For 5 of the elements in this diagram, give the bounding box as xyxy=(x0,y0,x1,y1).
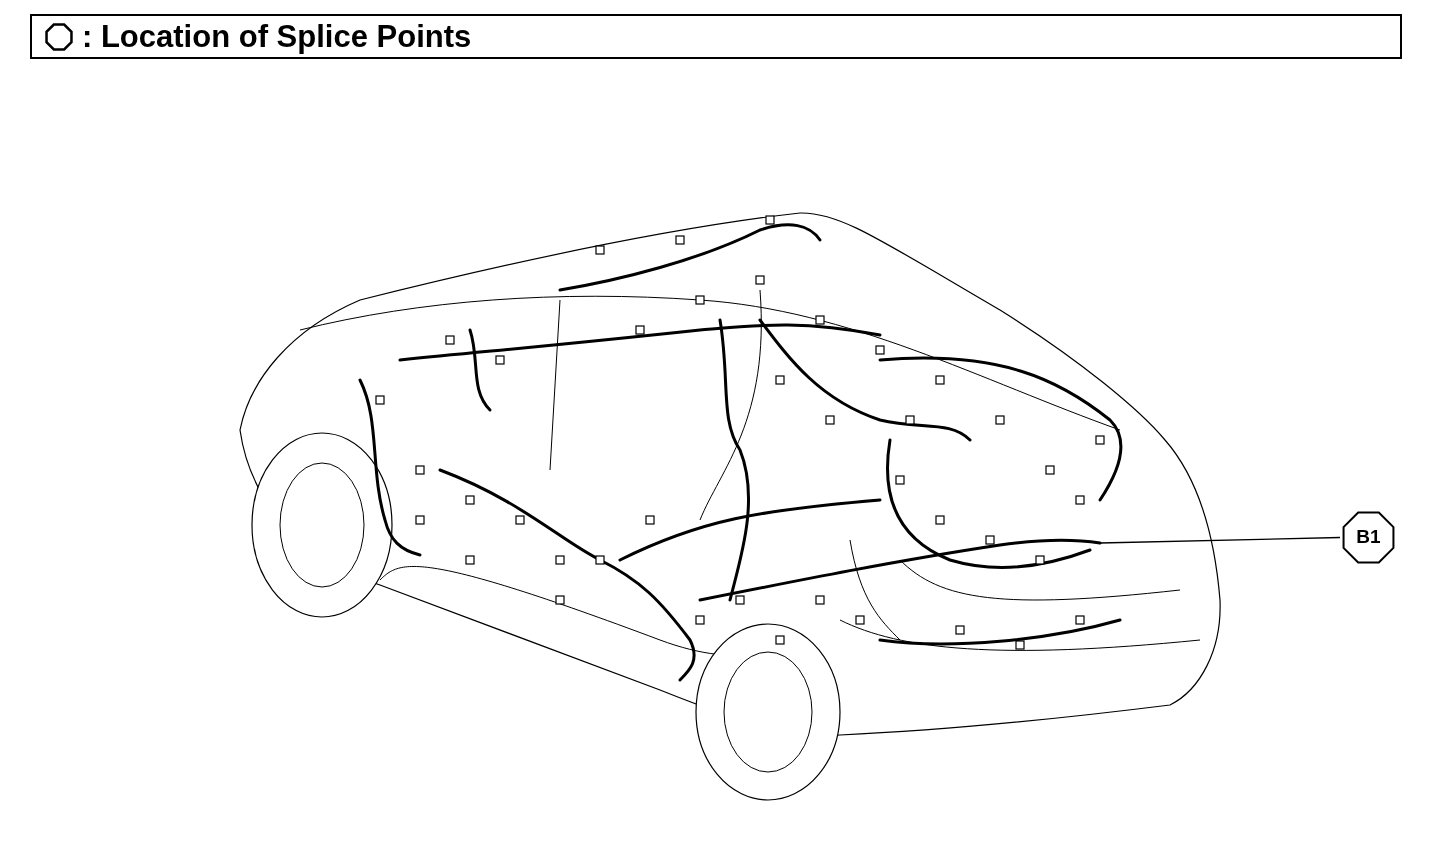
leader-line xyxy=(1099,536,1341,544)
car-wiring-drawing xyxy=(239,212,1221,801)
callout-label: B1 xyxy=(1356,525,1381,550)
title: : Location of Splice Points xyxy=(82,21,472,52)
callout-octagon xyxy=(1340,509,1397,566)
